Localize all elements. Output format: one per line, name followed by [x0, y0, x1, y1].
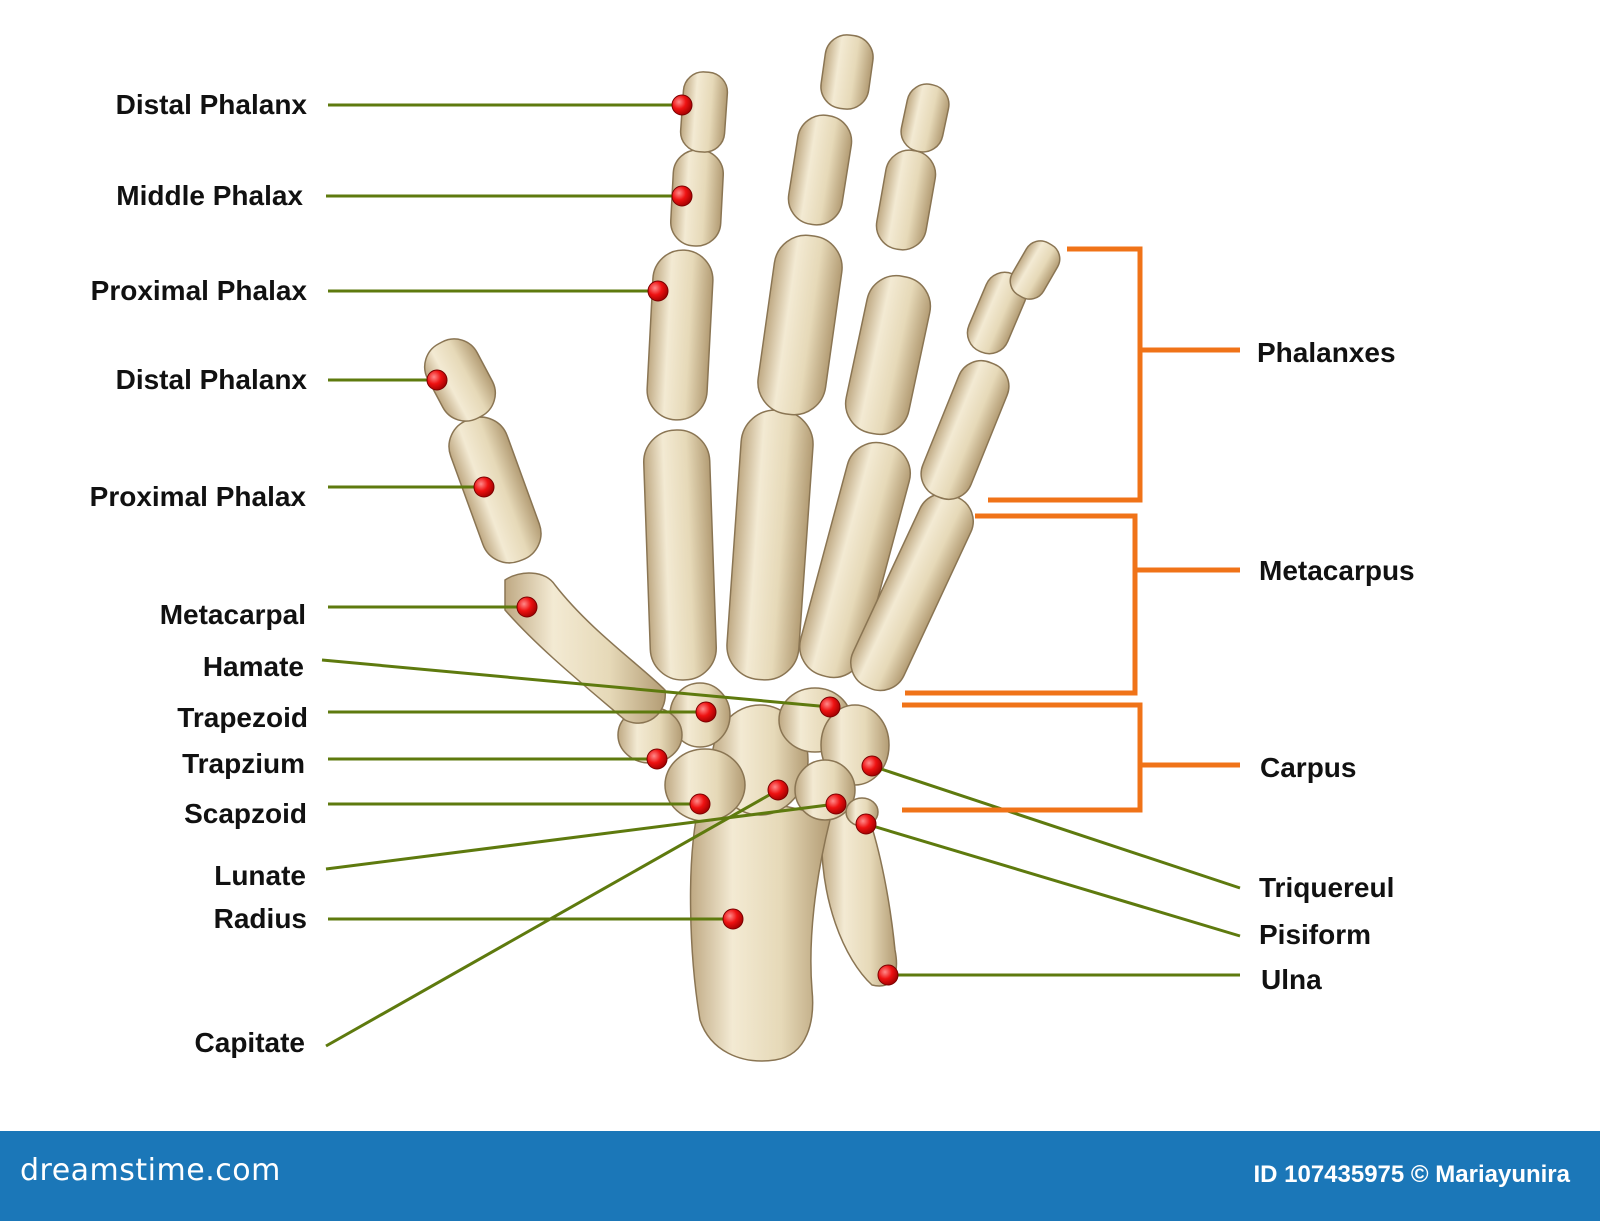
marker-trapezoid [695, 701, 717, 723]
marker-middle-phalax [671, 185, 693, 207]
region-brackets [902, 246, 1240, 813]
hand-skeleton-illustration: Distal Phalanx Middle Phalax Proximal Ph… [90, 34, 1415, 1062]
ring-distal-phalanx [900, 83, 950, 153]
index-proximal-phalanx [646, 249, 714, 421]
middle-distal-phalanx [820, 34, 874, 110]
label-trapzium: Trapzium [182, 748, 305, 779]
ulna-bone [820, 805, 898, 987]
marker-scapzoid [689, 793, 711, 815]
labels-right: Phalanxes Metacarpus Carpus Triquereul P… [1257, 337, 1415, 995]
ring-proximal-phalanx [844, 274, 932, 436]
label-hamate: Hamate [203, 651, 304, 682]
label-middle-phalax: Middle Phalax [116, 180, 303, 211]
label-lunate: Lunate [214, 860, 306, 891]
leader-hamate [321, 658, 831, 709]
marker-triquereul [861, 755, 883, 777]
bracket-phalanxes [988, 246, 1143, 503]
marker-radius [722, 908, 744, 930]
label-ulna: Ulna [1261, 964, 1322, 995]
little-distal-phalanx [1009, 240, 1061, 300]
bones [423, 34, 1061, 1062]
marker-distal-phalanx-2 [426, 369, 448, 391]
middle-middle-phalanx [787, 114, 853, 226]
label-trapezoid: Trapezoid [177, 702, 308, 733]
label-capitate: Capitate [195, 1027, 305, 1058]
marker-pisiform [855, 813, 877, 835]
marker-ulna [877, 964, 899, 986]
label-distal-phalanx-2: Distal Phalanx [116, 364, 308, 395]
leader-capitate [325, 788, 779, 1048]
label-carpus: Carpus [1260, 752, 1356, 783]
marker-hamate [819, 696, 841, 718]
label-proximal-phalax-1: Proximal Phalax [91, 275, 308, 306]
label-pisiform: Pisiform [1259, 919, 1371, 950]
marker-proximal-phalax-2 [473, 476, 495, 498]
bracket-metacarpus [905, 513, 1138, 696]
index-metacarpal [643, 429, 717, 681]
label-distal-phalanx-1: Distal Phalanx [116, 89, 308, 120]
middle-proximal-phalanx [757, 234, 843, 416]
label-proximal-phalax-2: Proximal Phalax [90, 481, 307, 512]
radius-bone [689, 798, 831, 1062]
labels-left: Distal Phalanx Middle Phalax Proximal Ph… [90, 89, 308, 1058]
label-metacarpus: Metacarpus [1259, 555, 1415, 586]
marker-proximal-phalax-1 [647, 280, 669, 302]
label-scapzoid: Scapzoid [184, 798, 307, 829]
leader-triquereul [871, 764, 1241, 890]
marker-trapzium [646, 748, 668, 770]
markers [426, 94, 899, 986]
little-proximal-phalanx [920, 359, 1010, 501]
thumb-proximal-phalanx [448, 416, 542, 564]
footer-credit: ID 107435975 © Mariayunira [1253, 1161, 1570, 1188]
bracket-carpus [902, 702, 1143, 813]
marker-lunate [825, 793, 847, 815]
label-triquereul: Triquereul [1259, 872, 1394, 903]
ring-metacarpal [799, 441, 911, 679]
ring-middle-phalanx [875, 149, 937, 251]
leader-lines [321, 103, 1241, 1048]
leader-pisiform [865, 822, 1241, 938]
marker-capitate [767, 779, 789, 801]
label-phalanxes: Phalanxes [1257, 337, 1396, 368]
label-metacarpal: Metacarpal [160, 599, 306, 630]
label-radius: Radius [214, 903, 307, 934]
footer-brand[interactable]: dreamstime.com [20, 1153, 281, 1188]
marker-distal-phalanx-1 [671, 94, 693, 116]
marker-metacarpal [516, 596, 538, 618]
footer-bar: dreamstime.com ID 107435975 © Mariayunir… [0, 1131, 1600, 1221]
leader-lunate [325, 802, 837, 871]
thumb-metacarpal [504, 572, 666, 724]
thumb-distal-phalanx [423, 338, 497, 422]
